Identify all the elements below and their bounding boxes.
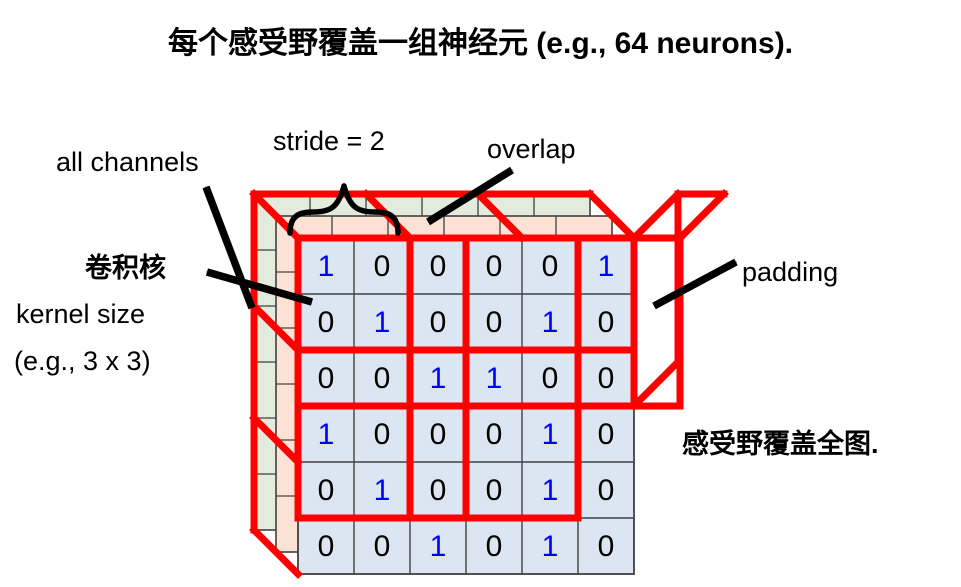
kernel-arrow: [205, 268, 314, 306]
label-kernel-size: kernel size: [16, 299, 146, 329]
grid-cell: 1: [597, 250, 615, 283]
grid-cell: 0: [317, 530, 335, 563]
grid-cell: 1: [541, 530, 559, 563]
grid-cell: 1: [373, 474, 391, 507]
grid-cell: 0: [485, 306, 503, 339]
stride-brace: [287, 183, 401, 236]
all-channels-arrow: [202, 185, 256, 310]
receptive-volume-frame: [250, 190, 594, 534]
grid-cell: 0: [597, 418, 615, 451]
label-full-coverage: 感受野覆盖全图.: [682, 429, 879, 459]
overlap-arrow: [426, 166, 514, 226]
grid-cell: 0: [485, 250, 503, 283]
grid-cell: 0: [373, 530, 391, 563]
padding-arrow: [652, 258, 738, 310]
grid-cell: 0: [541, 250, 559, 283]
grid-cell: 1: [429, 530, 447, 563]
grid-cell: 0: [429, 418, 447, 451]
grid-cell: 0: [597, 474, 615, 507]
grid-cell: 0: [373, 250, 391, 283]
label-stride: stride = 2: [273, 126, 385, 156]
receptive-field-lattice: [294, 234, 638, 522]
grid-cell: 0: [485, 530, 503, 563]
page-title: 每个感受野覆盖一组神经元 (e.g., 64 neurons).: [167, 27, 794, 60]
grid-cell: 0: [429, 474, 447, 507]
grid-cell: 1: [541, 474, 559, 507]
label-kernel-cjk: 卷积核: [85, 253, 166, 283]
grid-cell: 0: [597, 306, 615, 339]
label-kernel-size-example: (e.g., 3 x 3): [14, 346, 151, 376]
grid-cell: 1: [541, 306, 559, 339]
grid-cell: 1: [429, 362, 447, 395]
grid-cell: 0: [317, 306, 335, 339]
grid-cell: 0: [317, 474, 335, 507]
grid-cell: 0: [485, 474, 503, 507]
grid-cell: 0: [429, 250, 447, 283]
grid-cell: 1: [317, 250, 335, 283]
grid-cell: 1: [541, 418, 559, 451]
annotation-arrows: [202, 166, 738, 310]
padding-box: [629, 189, 729, 411]
grid-cell: 1: [485, 362, 503, 395]
grid-cell: 0: [597, 530, 615, 563]
grid-cell: 0: [373, 362, 391, 395]
label-overlap: overlap: [487, 134, 576, 164]
label-all-channels: all channels: [56, 147, 199, 177]
label-padding: padding: [742, 257, 839, 287]
grid-cell: 0: [429, 306, 447, 339]
grid-cell: 1: [373, 306, 391, 339]
grid-cell: 0: [485, 418, 503, 451]
grid-cell: 0: [541, 362, 559, 395]
grid-cell: 1: [317, 418, 335, 451]
grid-cell: 0: [317, 362, 335, 395]
grid-cell: 0: [373, 418, 391, 451]
grid-cell: 0: [597, 362, 615, 395]
